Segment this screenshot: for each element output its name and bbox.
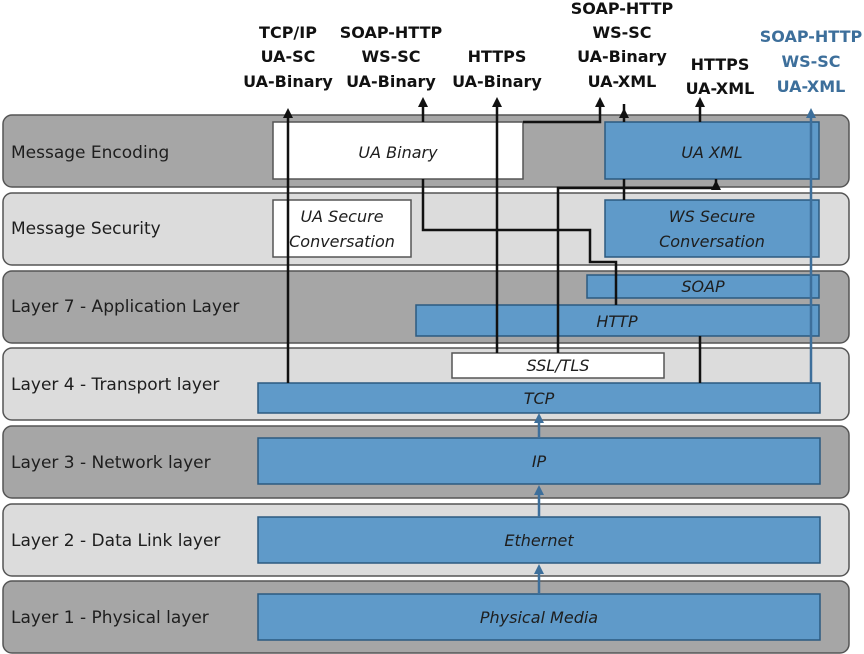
label-ip: IP bbox=[532, 452, 547, 471]
label-ssl-tls: SSL/TLS bbox=[527, 356, 590, 375]
connector-soaphttp-wssc-uabinary bbox=[421, 179, 618, 305]
stack-https-uaxml-line2: UA-XML bbox=[686, 79, 755, 98]
stack-soaphttp-uabinary-line3: UA-Binary bbox=[346, 72, 436, 91]
blue-arrowheads bbox=[534, 108, 816, 574]
label-ethernet: Ethernet bbox=[504, 531, 574, 550]
stack-soaphttp-uaxml-line3: UA-XML bbox=[777, 77, 846, 96]
label-physical-media: Physical Media bbox=[480, 608, 598, 627]
layer-label-layer1: Layer 1 - Physical layer bbox=[11, 608, 209, 628]
arrowhead-uaxml-internal bbox=[711, 180, 721, 190]
stack-soaphttp-uabinary-uaxml-line2: WS-SC bbox=[592, 23, 651, 42]
arrowheads bbox=[283, 97, 721, 190]
stack-https-uabinary-line1: HTTPS bbox=[468, 47, 527, 66]
stack-tcpip-line3: UA-Binary bbox=[243, 72, 333, 91]
layer-label-layer7: Layer 7 - Application Layer bbox=[11, 297, 239, 317]
arrowhead-ua-xml-left bbox=[619, 108, 629, 118]
stack-soaphttp-uaxml-line1: SOAP-HTTP bbox=[760, 27, 863, 46]
stack-tcpip-line1: TCP/IP bbox=[259, 23, 317, 42]
stack-https-uaxml-line1: HTTPS bbox=[691, 55, 750, 74]
box-soap bbox=[586, 274, 820, 299]
label-ua-xml: UA XML bbox=[681, 143, 742, 162]
stack-labels: TCP/IP UA-SC UA-Binary SOAP-HTTP WS-SC U… bbox=[243, 0, 862, 98]
layer-label-message-encoding: Message Encoding bbox=[11, 143, 169, 163]
layer-label-layer3: Layer 3 - Network layer bbox=[11, 453, 211, 473]
arrowhead-soaphttp-uabinary bbox=[418, 97, 428, 107]
stack-soaphttp-uabinary-line2: WS-SC bbox=[361, 47, 420, 66]
label-soap: SOAP bbox=[681, 277, 725, 296]
label-ws-secure-line2: Conversation bbox=[659, 232, 765, 251]
label-ua-secure-line1: UA Secure bbox=[300, 207, 383, 226]
label-tcp: TCP bbox=[524, 389, 555, 408]
layer-labels: Message Encoding Message Security Layer … bbox=[11, 143, 239, 628]
stack-soaphttp-uabinary-line1: SOAP-HTTP bbox=[340, 23, 443, 42]
blue-arrowhead-tcp bbox=[534, 413, 544, 423]
protocol-labels: UA Binary UA XML UA Secure Conversation … bbox=[289, 143, 765, 627]
box-ws-secure-conversation bbox=[604, 199, 820, 258]
stack-https-uabinary-line2: UA-Binary bbox=[452, 72, 542, 91]
stack-soaphttp-uabinary-uaxml-line3: UA-Binary bbox=[577, 47, 667, 66]
box-ip bbox=[257, 437, 821, 485]
box-ethernet bbox=[257, 516, 821, 564]
arrowhead-https-uabinary bbox=[492, 97, 502, 107]
stack-soaphttp-uaxml-line2: WS-SC bbox=[781, 52, 840, 71]
box-physical-media bbox=[257, 593, 821, 641]
box-tcp bbox=[257, 382, 821, 414]
blue-arrowhead-ip bbox=[534, 485, 544, 495]
label-http: HTTP bbox=[596, 312, 638, 331]
layer-label-layer4: Layer 4 - Transport layer bbox=[11, 375, 219, 395]
blue-arrowhead-soaphttp-uaxml bbox=[806, 108, 816, 118]
box-ua-binary bbox=[272, 121, 524, 180]
layer-label-message-security: Message Security bbox=[11, 219, 161, 239]
blue-arrowhead-ethernet bbox=[534, 564, 544, 574]
arrowhead-soaphttp-uabinary-uaxml bbox=[595, 97, 605, 107]
box-http bbox=[415, 304, 820, 337]
label-ua-binary: UA Binary bbox=[358, 143, 438, 162]
label-ws-secure-line1: WS Secure bbox=[669, 207, 756, 226]
stack-soaphttp-uabinary-uaxml-line4: UA-XML bbox=[588, 72, 657, 91]
stack-tcpip-line2: UA-SC bbox=[261, 47, 316, 66]
connector-soaphttp-wssc-ua-binary-xml bbox=[523, 104, 602, 124]
arrowhead-tcpip bbox=[283, 108, 293, 118]
arrowhead-https-uaxml bbox=[695, 97, 705, 107]
label-ua-secure-line2: Conversation bbox=[289, 232, 395, 251]
box-ua-xml bbox=[604, 121, 820, 180]
protocol-boxes bbox=[257, 121, 821, 641]
layer-label-layer2: Layer 2 - Data Link layer bbox=[11, 531, 220, 551]
stack-soaphttp-uabinary-uaxml-line1: SOAP-HTTP bbox=[571, 0, 674, 18]
box-ua-secure-conversation bbox=[272, 199, 412, 258]
